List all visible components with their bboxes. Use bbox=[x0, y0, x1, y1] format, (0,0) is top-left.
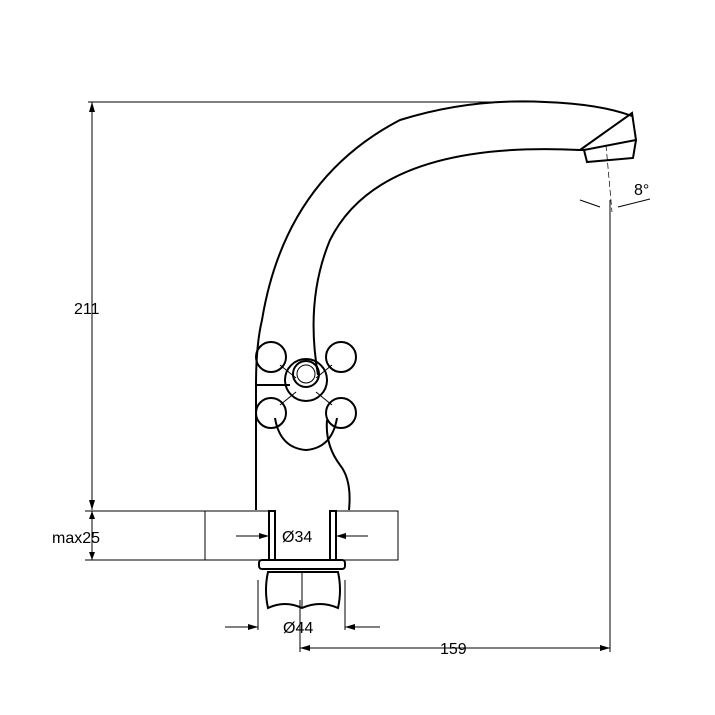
reach-label: 159 bbox=[440, 641, 467, 658]
faucet-body bbox=[255, 100, 633, 511]
mounting-nut bbox=[258, 559, 346, 610]
hole-diameter-label: Ø34 bbox=[282, 529, 312, 546]
cross-handles bbox=[255, 341, 357, 452]
dimension-lines bbox=[88, 101, 651, 652]
nut-diameter-label: Ø44 bbox=[283, 620, 313, 637]
countertop-thickness-label: max25 bbox=[52, 530, 100, 547]
countertop-section bbox=[85, 510, 399, 561]
aerator-nozzle bbox=[576, 111, 638, 164]
spout-angle-label: 8° bbox=[634, 182, 649, 199]
height-label: 211 bbox=[74, 301, 100, 318]
